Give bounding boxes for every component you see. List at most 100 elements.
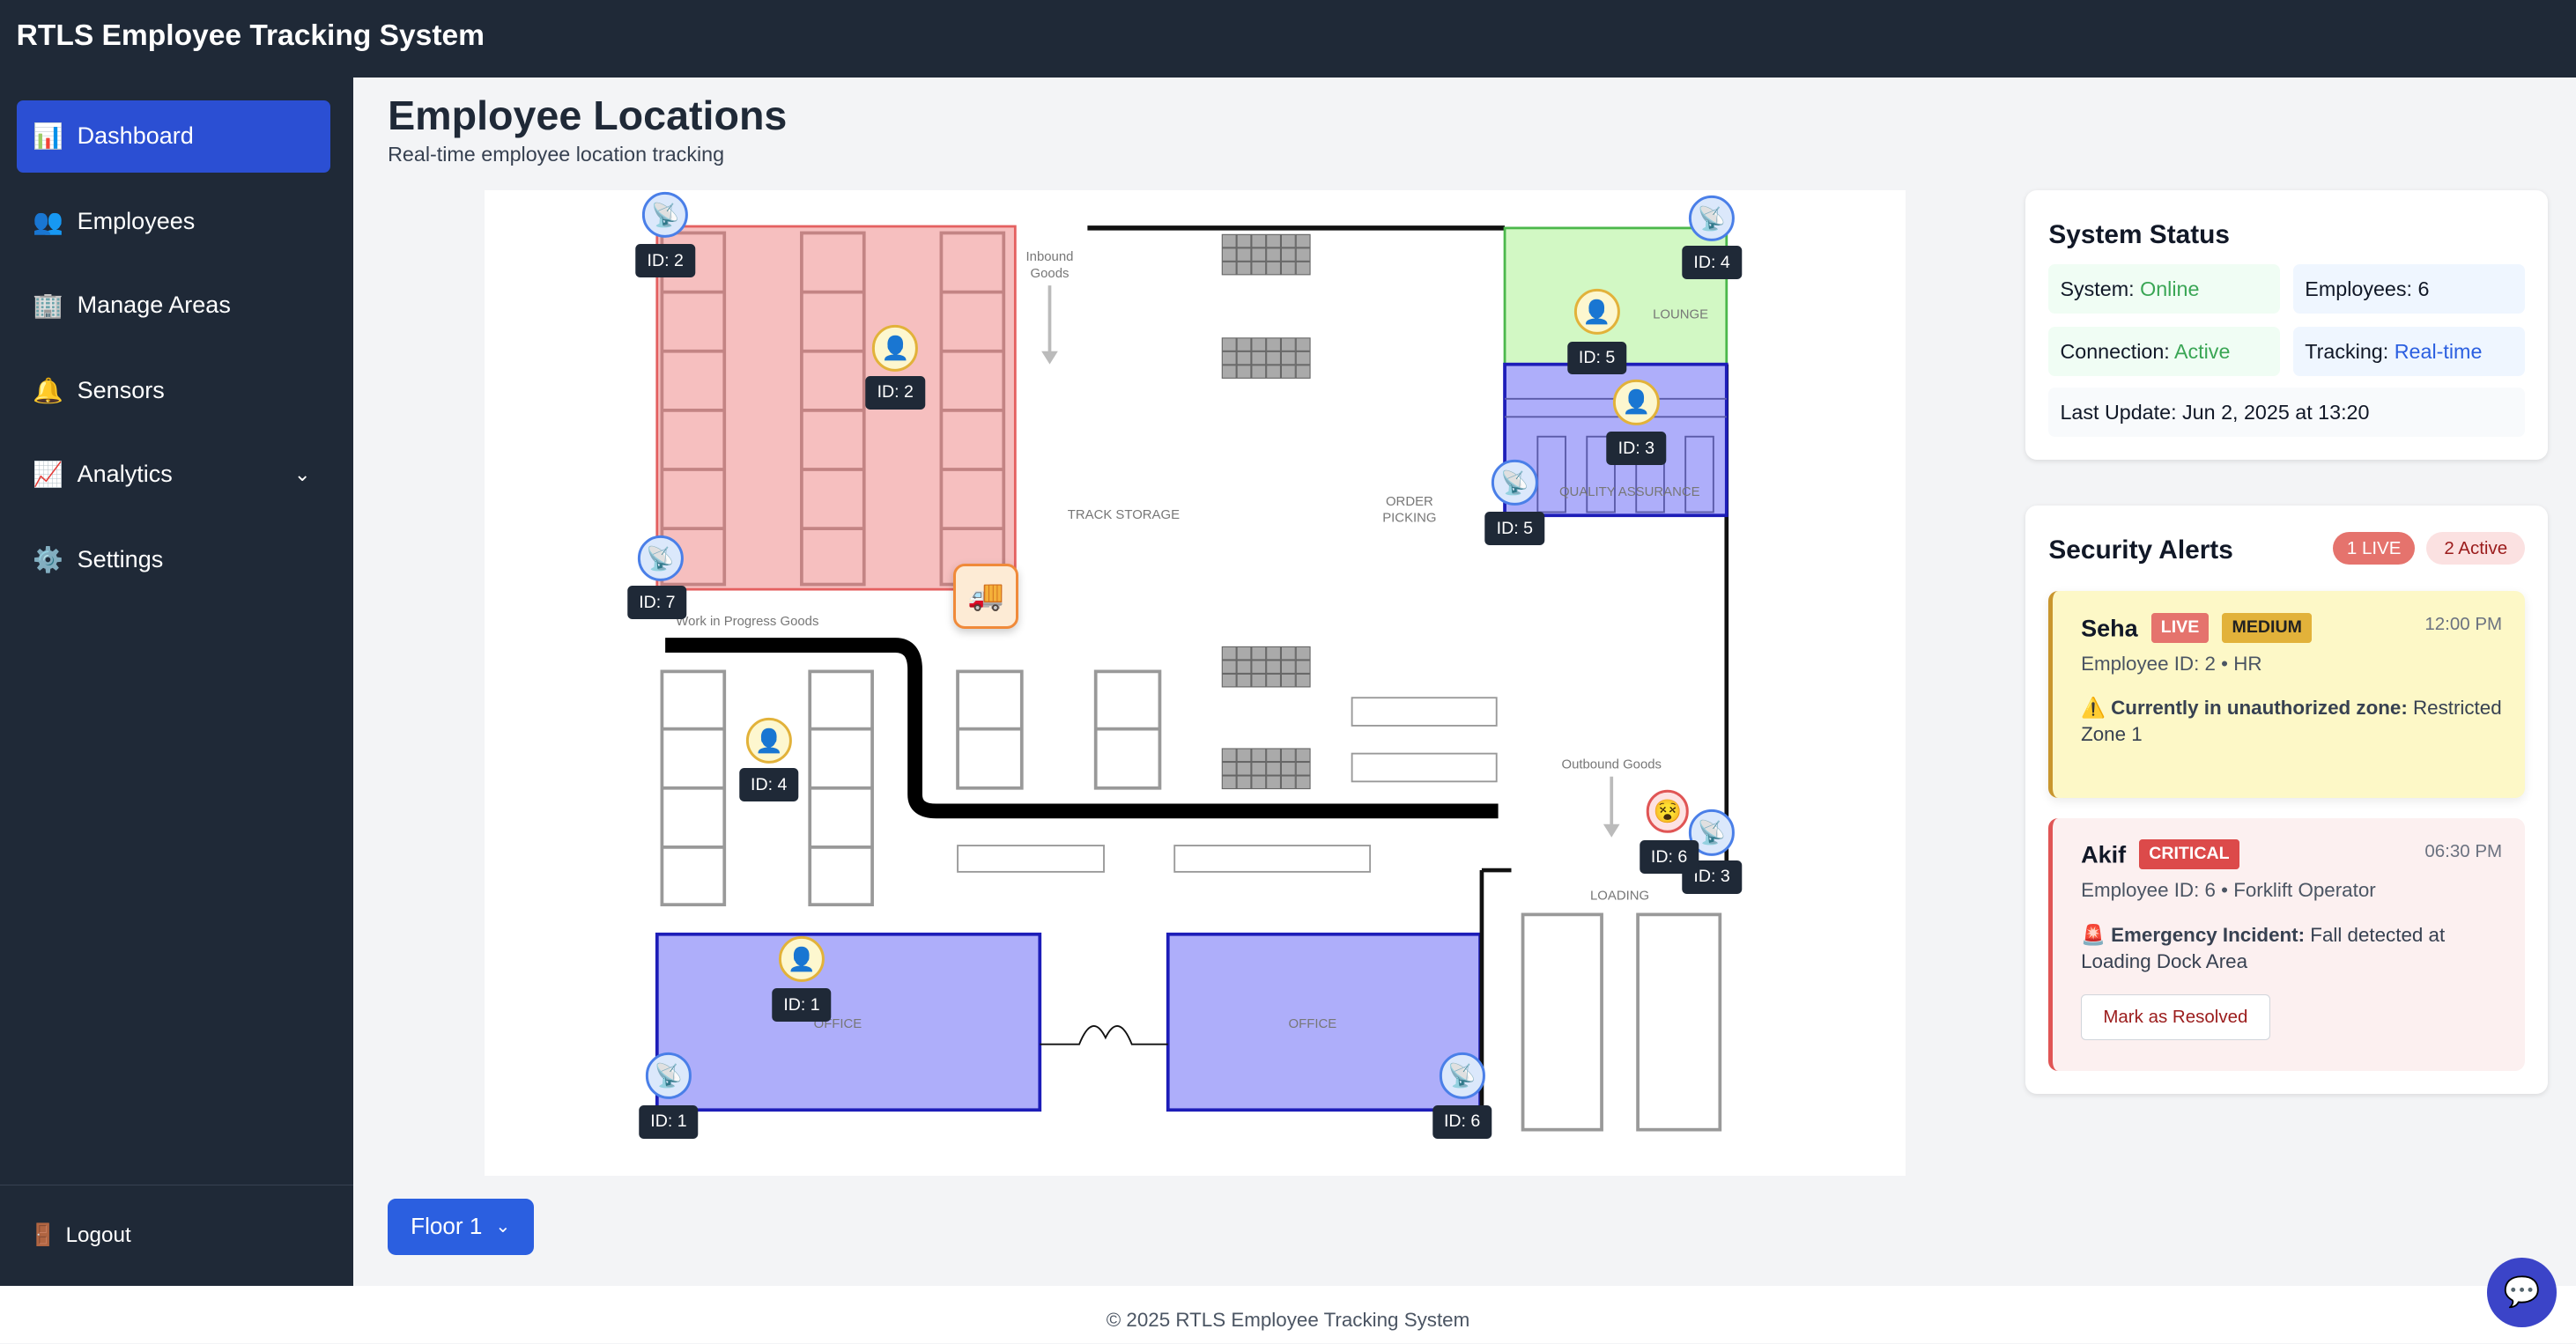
severity-badge: CRITICAL	[2139, 838, 2239, 870]
sidebar-item-label: Analytics	[77, 461, 173, 488]
sensor-id-label: ID: 1	[639, 1104, 699, 1139]
sidebar-item-analytics[interactable]: 📈Analytics⌄	[17, 439, 330, 511]
live-count-badge: 1 LIVE	[2333, 532, 2416, 565]
satellite-dish-icon: 📡	[646, 544, 675, 572]
alert-employee-name: Akif	[2081, 841, 2127, 868]
sidebar-item-label: Manage Areas	[77, 292, 231, 319]
status-label: System:	[2060, 277, 2135, 301]
status-value: Real-time	[2394, 339, 2483, 363]
sidebar-item-label: Employees	[77, 208, 196, 235]
logout-label: Logout	[65, 1222, 131, 1247]
gear-icon: ⚙️	[33, 546, 64, 574]
office-zone	[1166, 933, 1483, 1112]
employee-marker[interactable]: 👤	[1573, 289, 1620, 336]
map-label: QUALITY ASSURANCE	[1559, 485, 1700, 499]
map-label: OFFICE	[1289, 1017, 1337, 1031]
employee-id-label: ID: 5	[1566, 341, 1627, 375]
map-label: Goods	[1031, 267, 1070, 281]
bell-icon: 🔔	[33, 377, 64, 405]
sensor-marker[interactable]: 📡	[637, 535, 684, 582]
chart-up-icon: 📈	[33, 461, 64, 489]
forklift-truck-marker[interactable]: 🚚	[952, 563, 1019, 630]
satellite-dish-icon: 📡	[650, 201, 680, 228]
satellite-dish-icon: 📡	[654, 1061, 684, 1089]
sensor-id-label: ID: 6	[1432, 1104, 1492, 1139]
employee-marker[interactable]: 👤	[872, 325, 919, 372]
sidebar-item-settings[interactable]: ⚙️ Settings	[17, 524, 330, 596]
sensor-marker[interactable]: 📡	[1439, 1052, 1485, 1099]
alert-message-text: Restricted Zone 1	[2081, 697, 2502, 746]
sidebar: 📊 Dashboard 👥Employees 🏢 Manage Areas 🔔 Sen…	[0, 77, 353, 1287]
employee-id-label: ID: 3	[1606, 432, 1667, 466]
office-zone	[655, 933, 1042, 1112]
logout-button[interactable]: 🚪 Logout	[0, 1184, 353, 1287]
system-status-item: System: Online	[2048, 264, 2281, 314]
map-label: TRACK STORAGE	[1068, 508, 1180, 522]
alert-message-text: Fall detected at Loading Dock Area	[2081, 923, 2446, 972]
app-title: RTLS Employee Tracking System	[0, 0, 2576, 78]
connection-status-item: Connection: Active	[2048, 327, 2281, 377]
mark-resolved-button[interactable]: Mark as Resolved	[2081, 993, 2270, 1040]
sidebar-item-sensors[interactable]: 🔔 Sensors	[17, 355, 330, 427]
floor-select[interactable]: Floor 1⌄	[388, 1199, 535, 1255]
severity-badge: MEDIUM	[2222, 612, 2313, 643]
person-icon: 👤	[787, 945, 817, 972]
system-status-title: System Status	[2048, 219, 2230, 249]
sidebar-item-label: Dashboard	[77, 122, 194, 150]
page-subtitle: Real-time employee location tracking	[388, 143, 725, 166]
security-alerts-title: Security Alerts	[2048, 535, 2233, 565]
person-icon: 👤	[1622, 388, 1651, 416]
satellite-dish-icon: 📡	[1500, 469, 1529, 496]
alert-employee-name: Seha	[2081, 614, 2138, 641]
door-icon: 🚪	[29, 1223, 56, 1248]
alert-employee-meta: Employee ID: 2 • HR	[2081, 653, 2262, 676]
chevron-down-icon: ⌄	[495, 1216, 511, 1237]
status-value: 6	[2417, 277, 2430, 301]
map-label: LOADING	[1590, 890, 1649, 904]
sidebar-item-dashboard[interactable]: 📊 Dashboard	[16, 100, 330, 173]
last-update-item: Last Update: Jun 2, 2025 at 13:20	[2048, 388, 2526, 438]
status-label: Employees:	[2305, 277, 2413, 301]
floor-plan[interactable]: TRACK STORAGE ORDER PICKING Inbound Good…	[485, 190, 1906, 1177]
sensor-id-label: ID: 2	[635, 244, 695, 278]
employee-alert-marker[interactable]: 😵	[1646, 789, 1689, 833]
status-label: Tracking:	[2305, 339, 2389, 363]
sensor-id-label: ID: 7	[627, 586, 687, 620]
alert-message-title: Currently in unauthorized zone:	[2111, 697, 2408, 720]
active-count-badge: 2 Active	[2426, 532, 2526, 565]
sidebar-item-employees[interactable]: 👥Employees	[17, 186, 330, 258]
sensor-marker[interactable]: 📡	[1688, 195, 1736, 242]
chat-icon: 💬	[2503, 1276, 2541, 1310]
sensor-marker[interactable]: 📡	[1688, 809, 1736, 856]
map-label: PICKING	[1382, 512, 1436, 526]
sensor-marker[interactable]: 📡	[1492, 460, 1538, 506]
sensor-id-label: ID: 4	[1682, 246, 1742, 280]
person-icon: 👤	[754, 727, 783, 754]
sidebar-item-manage-areas[interactable]: 🏢 Manage Areas	[17, 270, 330, 342]
employee-marker[interactable]: 👤	[745, 717, 792, 764]
sidebar-item-label: Sensors	[77, 377, 165, 404]
building-icon: 🏢	[33, 292, 64, 320]
status-value: Active	[2173, 339, 2231, 363]
system-status-card: System Status System: Online Employees: …	[2025, 190, 2549, 461]
satellite-dish-icon: 📡	[1697, 204, 1727, 232]
employee-marker[interactable]: 👤	[1613, 379, 1660, 425]
floor-plan-drawing: TRACK STORAGE ORDER PICKING Inbound Good…	[655, 223, 1729, 1132]
employees-status-item: Employees: 6	[2293, 264, 2526, 314]
alert-employee-meta: Employee ID: 6 • Forklift Operator	[2081, 879, 2376, 902]
tracking-status-item: Tracking: Real-time	[2293, 327, 2526, 377]
map-label: Work in Progress Goods	[676, 615, 818, 629]
status-label: Connection:	[2060, 339, 2170, 363]
security-alerts-card: Security Alerts 1 LIVE 2 Active Seha LIVE…	[2025, 506, 2549, 1094]
sensor-marker[interactable]: 📡	[645, 1052, 692, 1099]
page-title: Employee Locations	[388, 92, 788, 139]
live-badge: LIVE	[2150, 612, 2210, 643]
chat-button[interactable]: 💬	[2487, 1258, 2557, 1327]
employee-id-label: ID: 1	[772, 988, 832, 1023]
bar-chart-icon: 📊	[33, 122, 64, 151]
employee-marker[interactable]: 👤	[778, 935, 825, 983]
sidebar-item-label: Settings	[77, 546, 164, 573]
sensor-marker[interactable]: 📡	[642, 192, 689, 239]
